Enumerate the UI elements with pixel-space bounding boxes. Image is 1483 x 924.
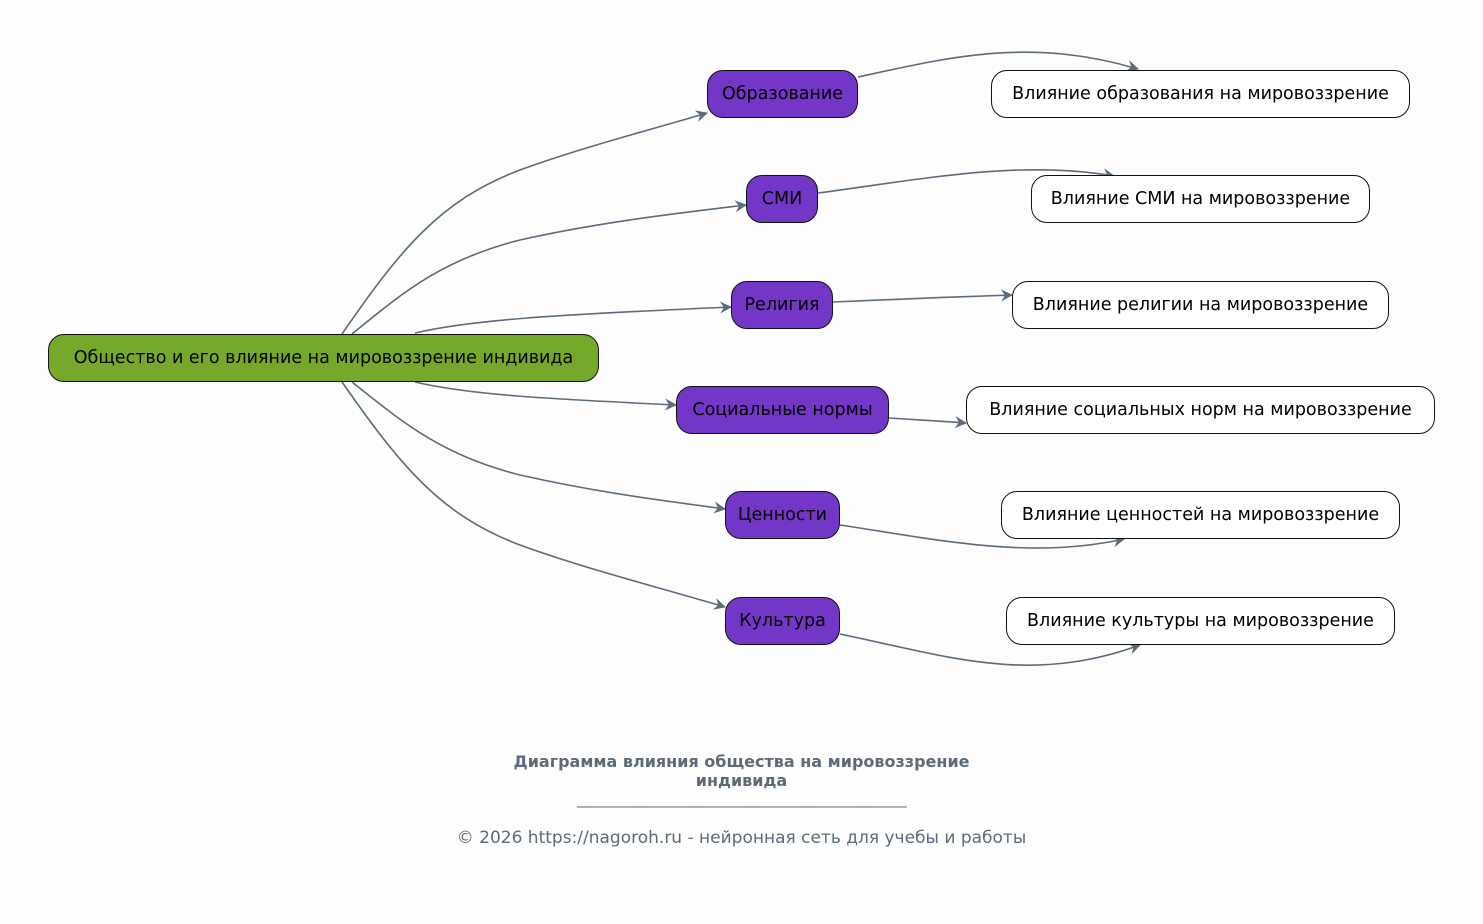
diagram-title-line2: индивида: [695, 771, 788, 790]
leaf-node-social-norms[interactable]: Влияние социальных норм на мировоззрение: [966, 386, 1435, 434]
branch-node-education[interactable]: Образование: [707, 70, 858, 118]
edge-root-values: [351, 381, 726, 514]
branch-node-label: СМИ: [761, 189, 803, 209]
caption-divider: ________________________________________…: [577, 790, 907, 808]
leaf-node-values[interactable]: Влияние ценностей на мировоззрение: [1001, 491, 1400, 539]
branch-node-social-norms[interactable]: Социальные нормы: [676, 386, 889, 434]
leaf-node-education[interactable]: Влияние образования на мировоззрение: [991, 70, 1410, 118]
leaf-node-label: Влияние ценностей на мировоззрение: [1021, 505, 1380, 525]
diagram-title: Диаграмма влияния общества на мировоззре…: [0, 752, 1483, 790]
edge-norms-leaf: [888, 416, 967, 429]
edge-root-norms: [414, 381, 677, 411]
branch-node-label: Культура: [739, 611, 826, 631]
edge-root-culture: [341, 381, 726, 610]
branch-node-label: Социальные нормы: [692, 400, 873, 420]
leaf-node-culture[interactable]: Влияние культуры на мировоззрение: [1006, 597, 1395, 645]
branch-node-religion[interactable]: Религия: [731, 281, 833, 329]
edge-root-education: [341, 110, 708, 335]
root-node[interactable]: Общество и его влияние на мировоззрение …: [48, 334, 599, 382]
branch-node-values[interactable]: Ценности: [725, 491, 840, 539]
branch-node-culture[interactable]: Культура: [725, 597, 840, 645]
branch-node-label: Образование: [721, 84, 844, 104]
leaf-node-religion[interactable]: Влияние религии на мировоззрение: [1012, 281, 1389, 329]
branch-node-label: Религия: [744, 295, 820, 315]
edge-education-leaf: [857, 51, 1139, 78]
edge-root-media: [351, 200, 747, 335]
leaf-node-media[interactable]: Влияние СМИ на мировоззрение: [1031, 175, 1370, 223]
edge-values-leaf: [839, 524, 1125, 549]
leaf-node-label: Влияние образования на мировоззрение: [1012, 84, 1389, 104]
edge-religion-leaf: [832, 289, 1013, 303]
leaf-node-label: Влияние социальных норм на мировоззрение: [989, 400, 1412, 420]
edge-root-religion: [414, 301, 732, 334]
copyright-footer: © 2026 https://nagoroh.ru - нейронная се…: [456, 828, 1027, 848]
diagram-title-line1: Диаграмма влияния общества на мировоззре…: [513, 752, 970, 771]
leaf-node-label: Влияние СМИ на мировоззрение: [1050, 189, 1351, 209]
root-node-label: Общество и его влияние на мировоззрение …: [73, 348, 574, 368]
leaf-node-label: Влияние религии на мировоззрение: [1032, 295, 1369, 315]
edge-media-leaf: [817, 168, 1115, 194]
branch-node-media[interactable]: СМИ: [746, 175, 818, 223]
edge-culture-leaf: [839, 633, 1141, 666]
branch-node-label: Ценности: [737, 505, 828, 525]
leaf-node-label: Влияние культуры на мировоззрение: [1027, 611, 1374, 631]
